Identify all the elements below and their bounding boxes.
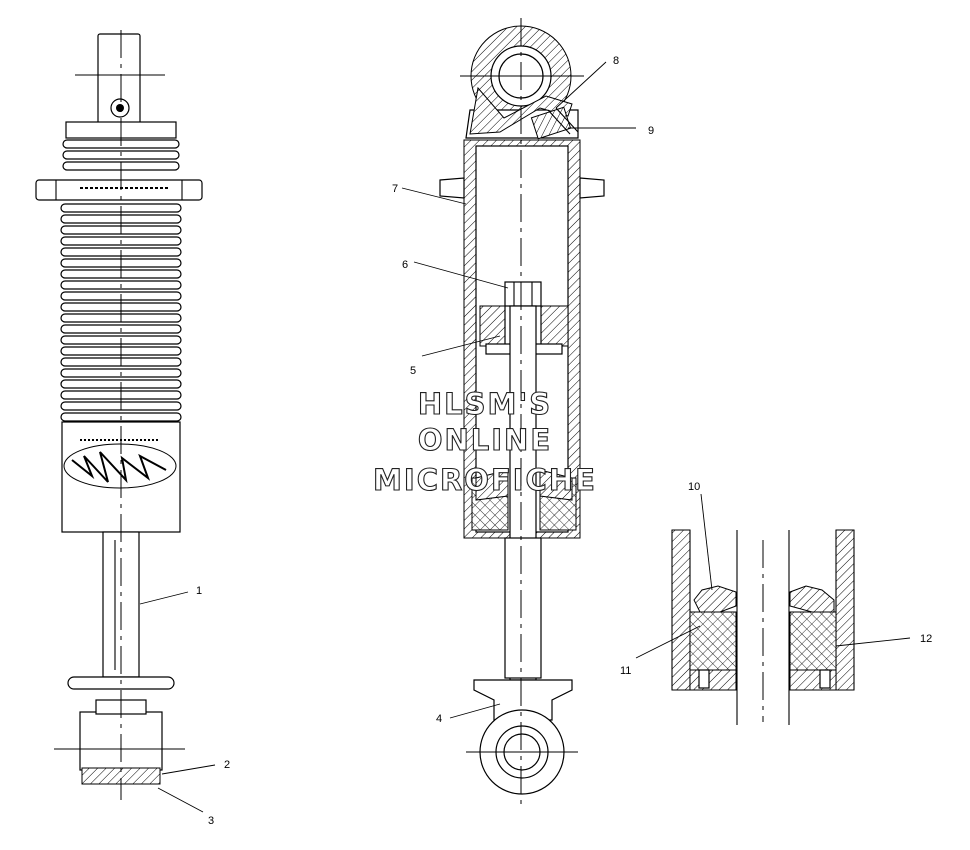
callout-10: 10: [688, 481, 700, 493]
callout-11: 11: [620, 665, 631, 677]
valve-fitting: [530, 106, 579, 140]
watermark-line-3: MICROFICHE: [373, 463, 597, 497]
callout-3: 3: [208, 815, 214, 827]
callout-4: 4: [436, 713, 442, 725]
callout-6: 6: [402, 259, 408, 271]
seal-detail-inset: [671, 529, 855, 725]
watermark-line-2: ONLINE: [418, 423, 552, 457]
watermark-line-1: HLSM'S: [418, 387, 552, 421]
shock-external-view: [35, 30, 203, 800]
callout-1: 1: [196, 585, 202, 597]
callout-9: 9: [648, 125, 654, 137]
callout-2: 2: [224, 759, 230, 771]
decal-logo: [63, 439, 177, 489]
leader-lines: [139, 61, 911, 813]
watermark: HLSM'S ONLINE MICROFICHE: [373, 386, 597, 497]
callout-8: 8: [613, 55, 619, 67]
callout-12: 12: [920, 633, 932, 645]
callout-5: 5: [410, 365, 416, 377]
shock-cutaway-view: [439, 18, 605, 810]
callout-7: 7: [392, 183, 398, 195]
callout-numbers: 1 2 3 4 5 6 7 8 9 10 11 12: [196, 55, 932, 827]
